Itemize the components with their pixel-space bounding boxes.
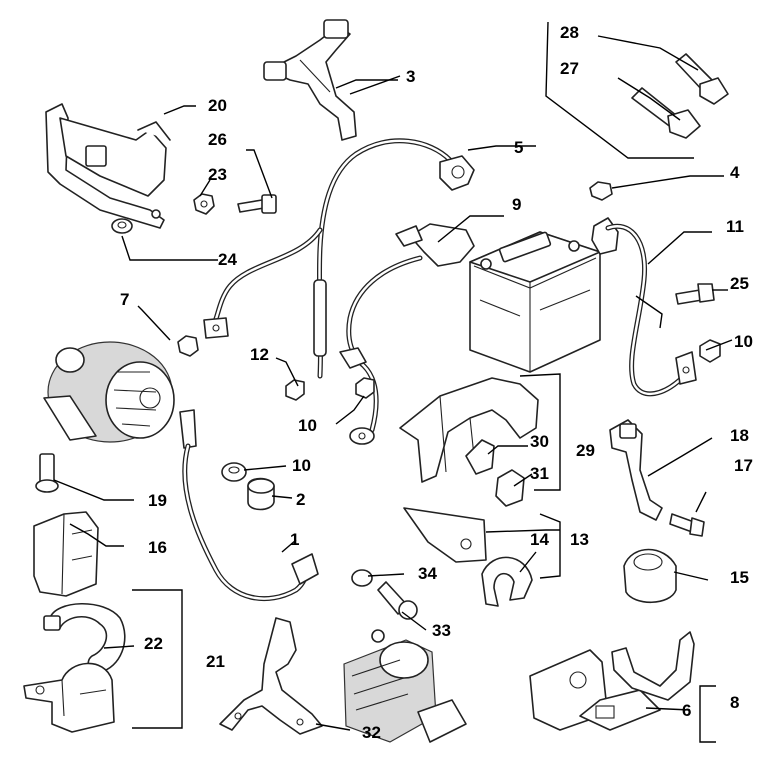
callout-4: 4 (730, 163, 740, 182)
callout-34: 34 (418, 564, 437, 583)
part-24-nut (111, 218, 133, 234)
callout-31: 31 (530, 464, 549, 483)
callout-2: 2 (296, 490, 305, 509)
part-15-connector (623, 548, 677, 603)
part-23-nut (193, 193, 215, 215)
part-16-cover (33, 511, 99, 597)
callout-30: 30 (530, 432, 549, 451)
callout-10-middle: 10 (298, 416, 317, 435)
callout-17: 17 (734, 456, 753, 475)
callout-27: 27 (560, 59, 579, 78)
callout-1: 1 (290, 530, 299, 549)
part-12-nut (285, 379, 305, 401)
part-6-clamp (611, 631, 695, 701)
callout-13: 13 (570, 530, 589, 549)
part-10-nut-middle (355, 377, 375, 399)
part-5-cable (203, 138, 475, 379)
callout-7: 7 (120, 290, 129, 309)
callout-29: 29 (576, 441, 595, 460)
part-22-clamp (43, 602, 126, 673)
part-14-clamp (481, 556, 533, 607)
part-17-bolt (669, 513, 705, 537)
callout-6: 6 (682, 701, 691, 720)
callout-24: 24 (218, 250, 237, 269)
part-9-cable (339, 223, 475, 445)
callout-33: 33 (432, 621, 451, 640)
part-32-bracket (219, 617, 323, 735)
alternator (43, 341, 175, 443)
part-33-bolt (377, 581, 418, 620)
callout-18: 18 (730, 426, 749, 445)
part-19-bolt (35, 453, 59, 493)
part-25-bolt (675, 283, 715, 305)
part-27-bolt (631, 87, 701, 139)
callout-10-lower: 10 (292, 456, 311, 475)
callout-11: 11 (726, 217, 744, 236)
part-26-bolt (237, 194, 277, 214)
part-11-cable (591, 217, 697, 397)
callout-16: 16 (148, 538, 167, 557)
callout-8: 8 (730, 693, 739, 712)
starter-motor (343, 629, 467, 743)
callout-14: 14 (530, 530, 549, 549)
callout-25: 25 (730, 274, 749, 293)
leader-lines (53, 21, 733, 743)
part-13-bracket (403, 507, 487, 563)
part-3-bracket (263, 19, 357, 141)
callout-23: 23 (208, 165, 227, 184)
part-10-nut-lower (221, 462, 247, 482)
part-2-cap (247, 477, 275, 511)
callout-numbers: 1 2 3 4 5 6 7 8 9 10 10 10 11 12 13 14 1… (120, 23, 753, 742)
callout-5: 5 (514, 138, 523, 157)
battery (469, 231, 601, 373)
callout-32: 32 (362, 723, 381, 742)
part-18-bracket (609, 419, 663, 521)
part-8-bracket (529, 649, 661, 731)
callout-3: 3 (406, 67, 415, 86)
part-1-cable (179, 409, 319, 602)
part-31-clip (495, 469, 525, 507)
callout-19: 19 (148, 491, 167, 510)
part-29-bracket (399, 377, 539, 483)
part-30-clip (465, 439, 495, 475)
callout-12: 12 (250, 345, 269, 364)
callout-10-right: 10 (734, 332, 753, 351)
callout-15: 15 (730, 568, 749, 587)
callout-22: 22 (144, 634, 163, 653)
part-4-nut (589, 181, 613, 201)
callout-21: 21 (206, 652, 225, 671)
callout-9: 9 (512, 195, 521, 214)
part-34-nut (351, 569, 373, 587)
callout-20: 20 (208, 96, 227, 115)
part-21-housing (23, 662, 115, 733)
callout-28: 28 (560, 23, 579, 42)
part-7-nut (177, 335, 199, 357)
callout-26: 26 (208, 130, 227, 149)
part-20-bracket (45, 103, 171, 229)
part-10-nut-right (699, 339, 721, 363)
